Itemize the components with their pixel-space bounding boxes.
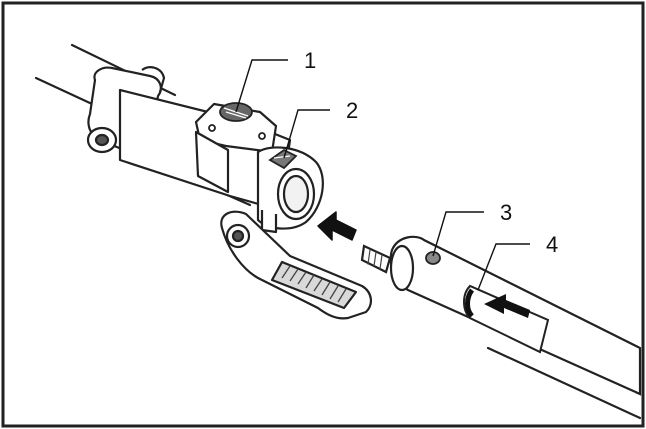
marking [463, 284, 550, 354]
callout-1: 1 [304, 48, 316, 73]
callout-leaders [235, 59, 530, 291]
leader-1 [235, 59, 288, 113]
callout-4: 4 [546, 232, 558, 257]
insertion-arrow [317, 211, 357, 241]
lock-pin [425, 251, 441, 265]
clamp-lever [220, 210, 372, 320]
leader-2 [283, 109, 330, 159]
callout-2: 2 [346, 98, 358, 123]
leader-4 [477, 243, 530, 291]
lower-screw [268, 148, 298, 170]
leader-3 [432, 211, 484, 257]
callout-3: 3 [500, 200, 512, 225]
